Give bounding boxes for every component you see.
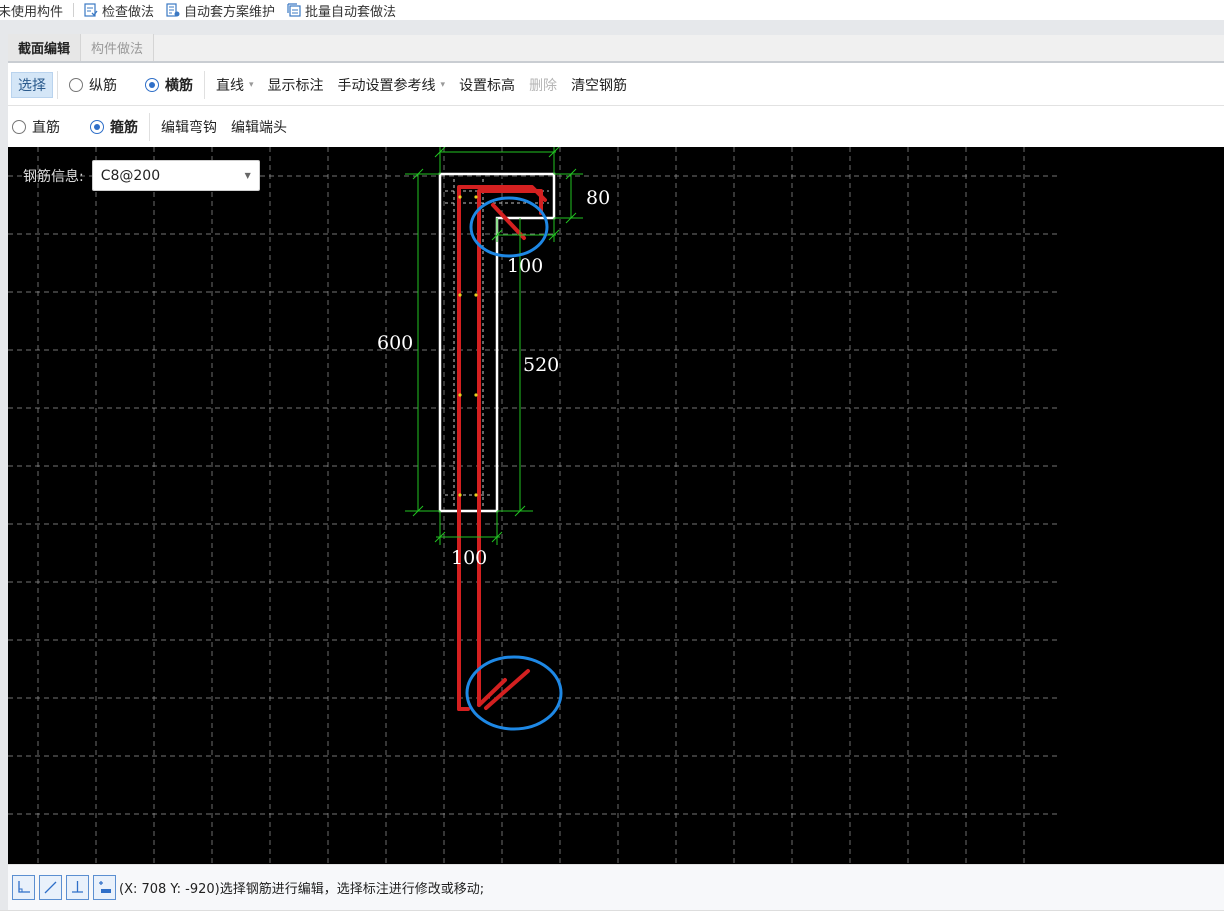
status-text: (X: 708 Y: -920)选择钢筋进行编辑，选择标注进行修改或移动; <box>119 882 485 897</box>
manual-reference-label: 手动设置参考线 <box>337 77 436 94</box>
chevron-down-icon: ▾ <box>440 79 446 90</box>
ribbon-divider <box>204 70 205 99</box>
tab-section-edit[interactable]: 截面编辑 <box>8 34 82 61</box>
transverse-label: 横筋 <box>165 77 193 94</box>
stirrup-radio[interactable]: 箍筋 <box>83 114 145 140</box>
grid-lines <box>8 147 1060 864</box>
perpendicular-snap-icon[interactable] <box>66 875 89 900</box>
clear-rebar-button[interactable]: 清空钢筋 <box>571 77 628 94</box>
set-elevation-button[interactable]: 设置标高 <box>459 77 516 94</box>
manual-reference-dropdown[interactable]: 手动设置参考线 ▾ <box>331 72 453 98</box>
dim-label-top-width[interactable]: 100 <box>507 255 543 277</box>
edit-ribbon: 选择 纵筋 横筋 直线 ▾ 显示标注 手动设置参考线 ▾ 设置标高 删除 清空钢… <box>8 64 1224 106</box>
dim-label-top-height[interactable]: 80 <box>586 187 610 209</box>
dim-label-web-height[interactable]: 520 <box>523 354 559 376</box>
chevron-down-icon: ▾ <box>249 79 254 90</box>
radio-unchecked-icon <box>12 120 26 134</box>
check-icon <box>84 3 98 17</box>
auto-plan-label: 自动套方案维护 <box>184 4 276 20</box>
radio-checked-icon <box>90 120 104 134</box>
delete-button[interactable]: 删除 <box>529 77 558 94</box>
select-button[interactable]: 选择 <box>11 71 53 98</box>
line-dropdown[interactable]: 直线 ▾ <box>209 72 261 98</box>
rebar-info-value: C8@200 <box>100 167 161 184</box>
auto-plan-icon <box>166 3 180 17</box>
chevron-down-icon: ▼ <box>244 171 251 180</box>
rebar-info-label: 钢筋信息: <box>23 168 84 185</box>
edit-end-button[interactable]: 编辑端头 <box>231 120 287 136</box>
unused-components-button[interactable]: 未使用构件 <box>0 0 69 20</box>
unused-components-label: 未使用构件 <box>0 4 64 20</box>
batch-auto-button[interactable]: 批量自动套做法 <box>281 0 402 20</box>
ribbon-divider <box>57 70 58 99</box>
radio-unchecked-icon <box>69 77 83 92</box>
line-label: 直线 <box>216 77 244 94</box>
window-strip <box>0 20 1224 35</box>
dimension-labels: 80 100 600 520 100 <box>377 187 610 569</box>
dim-label-web-width[interactable]: 100 <box>451 547 487 569</box>
status-bar: (X: 708 Y: -920)选择钢筋进行编辑，选择标注进行修改或移动; <box>8 864 1224 910</box>
highlight-marks <box>465 196 563 731</box>
rebar-points <box>458 195 478 497</box>
stirrup-label: 箍筋 <box>110 120 138 136</box>
bottom-hook-highlight <box>465 655 563 731</box>
transverse-radio[interactable]: 横筋 <box>138 72 200 98</box>
radio-checked-icon <box>145 77 159 92</box>
check-method-button[interactable]: 检查做法 <box>78 0 160 20</box>
edit-hook-button[interactable]: 编辑弯钩 <box>161 120 217 136</box>
top-hook-highlight <box>469 196 549 258</box>
batch-auto-label: 批量自动套做法 <box>305 4 397 20</box>
check-method-label: 检查做法 <box>102 4 155 20</box>
bottom-edge <box>0 910 1224 918</box>
auto-plan-button[interactable]: 自动套方案维护 <box>160 0 281 20</box>
drawing-canvas[interactable]: 80 100 600 520 100 钢筋信息: C8@200 ▼ <box>8 147 1224 864</box>
diagonal-snap-icon[interactable] <box>39 875 62 900</box>
point-snap-icon[interactable] <box>93 875 116 900</box>
batch-icon <box>287 3 301 17</box>
rebar-info-panel: 钢筋信息: C8@200 ▼ <box>23 160 260 191</box>
longitudinal-label: 纵筋 <box>89 77 117 94</box>
top-toolbar: 未使用构件 检查做法 自动套方案维护 批量自动套做法 <box>0 0 1224 20</box>
section-drawing: 80 100 600 520 100 <box>8 147 1060 864</box>
straight-bar-radio[interactable]: 直筋 <box>8 114 67 140</box>
corner-snap-icon[interactable] <box>12 875 35 900</box>
toolbar-divider <box>73 3 75 17</box>
stirrup-rebar <box>457 185 547 711</box>
tab-component-method[interactable]: 构件做法 <box>81 34 155 61</box>
longitudinal-radio[interactable]: 纵筋 <box>62 72 124 98</box>
tab-bar: 截面编辑 构件做法 <box>8 34 1224 63</box>
straight-bar-label: 直筋 <box>32 120 60 136</box>
dim-label-total-height[interactable]: 600 <box>377 332 413 354</box>
rebar-info-select[interactable]: C8@200 ▼ <box>91 160 260 191</box>
show-dimension-button[interactable]: 显示标注 <box>267 77 324 94</box>
rebar-type-ribbon: 直筋 箍筋 编辑弯钩 编辑端头 <box>8 107 1224 147</box>
ribbon-divider <box>149 113 150 141</box>
left-panel-edge <box>0 35 8 915</box>
